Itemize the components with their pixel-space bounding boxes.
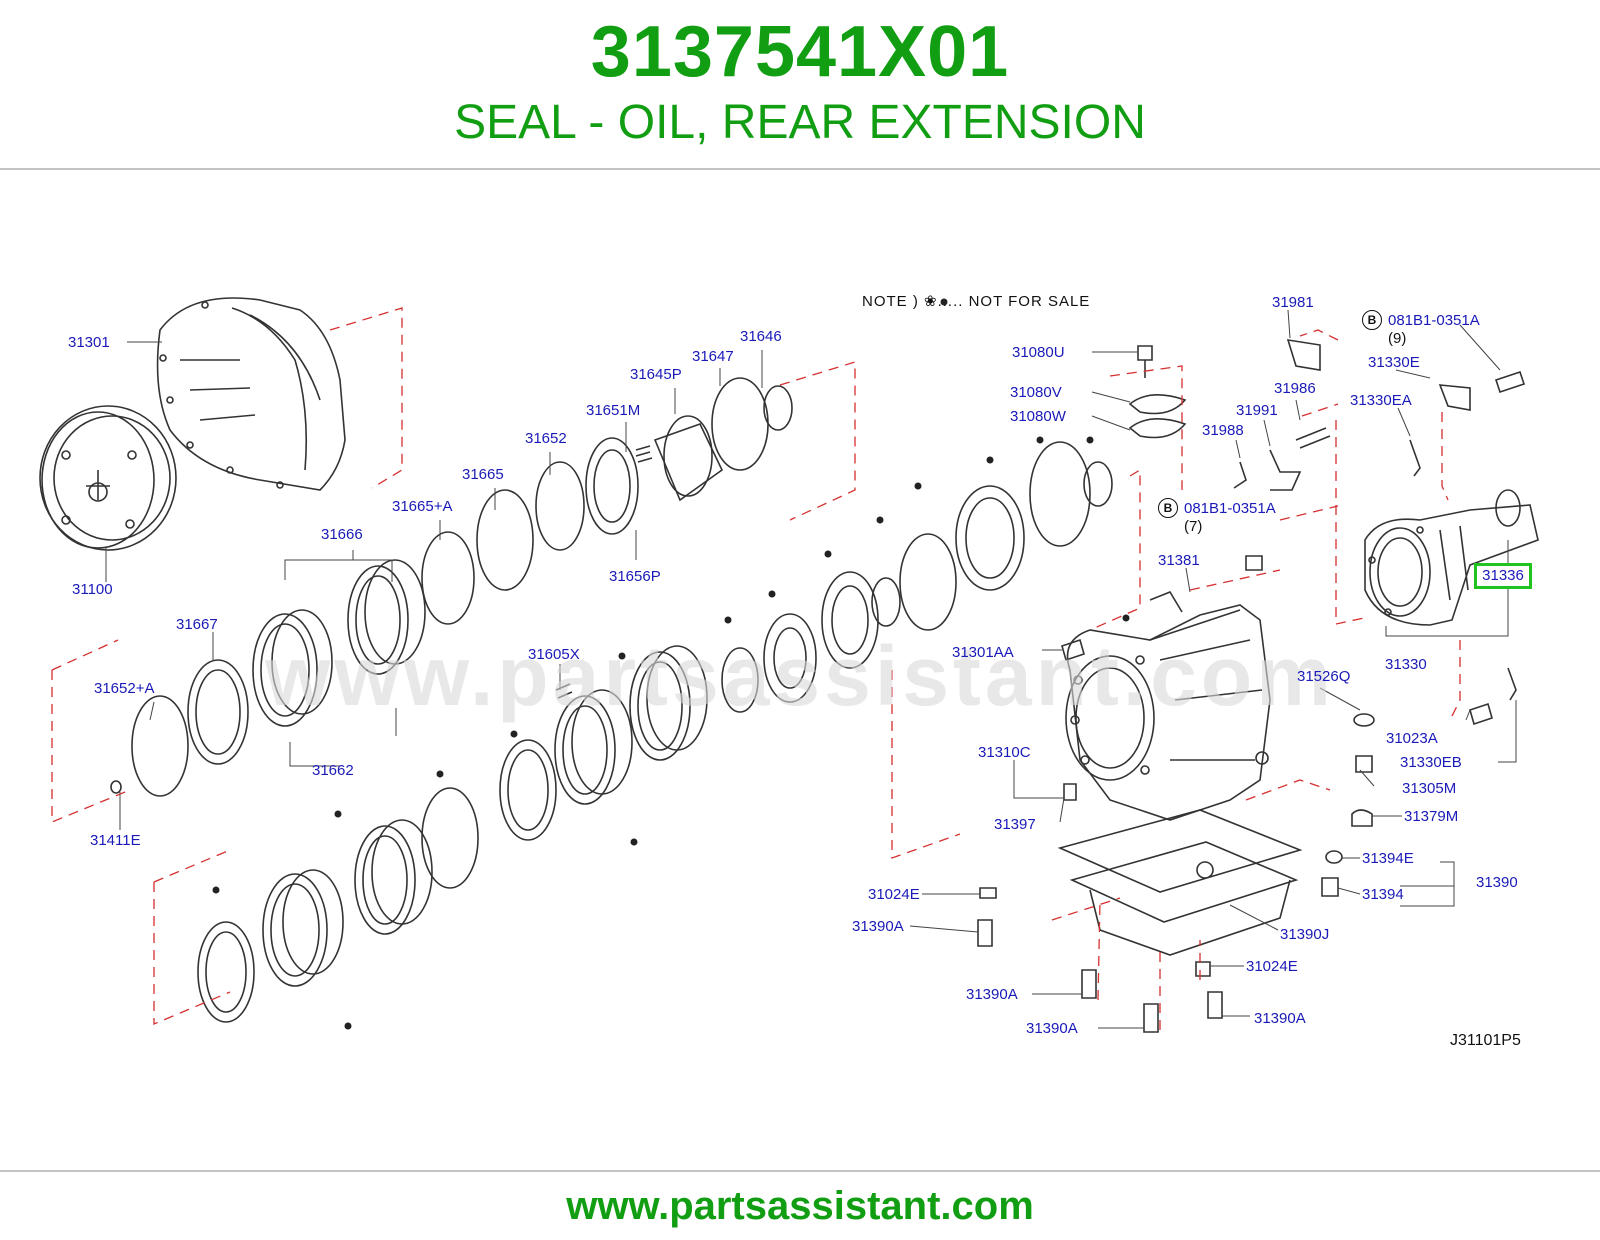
part-label[interactable]: 31397 bbox=[994, 816, 1036, 833]
part-label[interactable]: 31390A bbox=[1254, 1010, 1306, 1027]
part-label[interactable]: 31390A bbox=[852, 918, 904, 935]
alignment-dashed-lines bbox=[51, 307, 1461, 1030]
oil-pan-drawing bbox=[1057, 809, 1303, 956]
converter-housing-drawing bbox=[156, 297, 346, 491]
bolt-ref-qty: (7) bbox=[1184, 518, 1203, 535]
part-label[interactable]: 31024E bbox=[1246, 958, 1298, 975]
part-label[interactable]: 31394E bbox=[1362, 850, 1414, 867]
leader-lines bbox=[105, 309, 1517, 1029]
part-label[interactable]: 31991 bbox=[1236, 402, 1278, 419]
part-label[interactable]: 31651M bbox=[586, 402, 641, 419]
part-label[interactable]: 31390A bbox=[1026, 1020, 1078, 1037]
torque-converter-drawing bbox=[39, 405, 177, 551]
part-label[interactable]: 31301 bbox=[68, 334, 110, 351]
part-label[interactable]: 31988 bbox=[1202, 422, 1244, 439]
part-label[interactable]: 31390J bbox=[1280, 926, 1330, 943]
part-label[interactable]: 31394 bbox=[1362, 886, 1404, 903]
clutch-pack-left-drawing bbox=[110, 461, 585, 797]
part-label[interactable]: 31665 bbox=[462, 466, 504, 483]
page-header: 3137541X01 SEAL - OIL, REAR EXTENSION bbox=[0, 0, 1600, 170]
highlighted-part-label[interactable]: 31336 bbox=[1474, 563, 1532, 589]
part-label[interactable]: 31645P bbox=[630, 366, 682, 383]
rear-extension-housing-drawing bbox=[1364, 504, 1539, 626]
part-label[interactable]: 31330EA bbox=[1350, 392, 1412, 409]
part-label[interactable]: 31526Q bbox=[1297, 668, 1351, 685]
clutch-pack-lower-drawing bbox=[197, 787, 479, 1023]
clutch-pack-middle-drawing bbox=[499, 645, 708, 841]
bolt-ref-mark: B bbox=[1362, 310, 1382, 330]
part-label[interactable]: 31652 bbox=[525, 430, 567, 447]
part-label[interactable]: 31665+A bbox=[392, 498, 453, 515]
part-label[interactable]: 31080V bbox=[1010, 384, 1062, 401]
part-description-subtitle: SEAL - OIL, REAR EXTENSION bbox=[454, 96, 1146, 149]
part-label[interactable]: 31646 bbox=[740, 328, 782, 345]
part-label[interactable]: 31330E bbox=[1368, 354, 1420, 371]
part-label[interactable]: 31023A bbox=[1386, 730, 1438, 747]
bolt-ref-part-label[interactable]: 081B1-0351A bbox=[1388, 312, 1480, 329]
part-label[interactable]: 31100 bbox=[72, 581, 113, 598]
part-label[interactable]: 31305M bbox=[1402, 780, 1457, 797]
part-label[interactable]: 31310C bbox=[978, 744, 1031, 761]
part-label[interactable]: 31605X bbox=[528, 646, 580, 663]
part-label[interactable]: 31411E bbox=[90, 832, 141, 849]
part-label[interactable]: 31981 bbox=[1272, 294, 1314, 311]
part-label[interactable]: 31379M bbox=[1404, 808, 1459, 825]
part-label[interactable]: 31080U bbox=[1012, 344, 1065, 361]
planetary-gear-drawing bbox=[721, 441, 1113, 713]
part-label[interactable]: 31390 bbox=[1476, 874, 1518, 891]
drum-and-seals-drawing bbox=[585, 377, 793, 535]
part-label[interactable]: 31024E bbox=[868, 886, 920, 903]
footer-url-link[interactable]: www.partsassistant.com bbox=[566, 1184, 1034, 1228]
bolt-ref-part-label[interactable]: 081B1-0351A bbox=[1184, 500, 1276, 517]
part-label[interactable]: 31986 bbox=[1274, 380, 1316, 397]
part-label[interactable]: 31647 bbox=[692, 348, 734, 365]
part-label[interactable]: 31652+A bbox=[94, 680, 155, 697]
part-label[interactable]: 31656P bbox=[609, 568, 661, 585]
not-for-sale-note: NOTE ) ❀..... NOT FOR SALE bbox=[862, 293, 1091, 310]
part-label[interactable]: 31301AA bbox=[952, 644, 1014, 661]
part-label[interactable]: 31381 bbox=[1158, 552, 1200, 569]
bolt-ref-mark: B bbox=[1158, 498, 1178, 518]
part-label[interactable]: 31330EB bbox=[1400, 754, 1462, 771]
drawing-code: J31101P5 bbox=[1450, 1032, 1521, 1049]
part-label[interactable]: 31390A bbox=[966, 986, 1018, 1003]
rear-seal-drawing bbox=[1495, 489, 1521, 527]
watermark-text: www.partsassistant.com bbox=[265, 629, 1335, 723]
part-label[interactable]: 31330 bbox=[1385, 656, 1427, 673]
header-divider bbox=[0, 168, 1600, 170]
part-number-title: 3137541X01 bbox=[590, 12, 1010, 92]
part-label[interactable]: 31080W bbox=[1010, 408, 1066, 425]
bolt-ref-qty: (9) bbox=[1388, 330, 1407, 347]
footer-divider bbox=[0, 1170, 1600, 1172]
part-label[interactable]: 31667 bbox=[176, 616, 218, 633]
part-label[interactable]: 31666 bbox=[321, 526, 363, 543]
small-fittings-drawing bbox=[977, 339, 1526, 1033]
part-label[interactable]: 31662 bbox=[312, 762, 354, 779]
not-for-sale-markers bbox=[212, 298, 1130, 1030]
